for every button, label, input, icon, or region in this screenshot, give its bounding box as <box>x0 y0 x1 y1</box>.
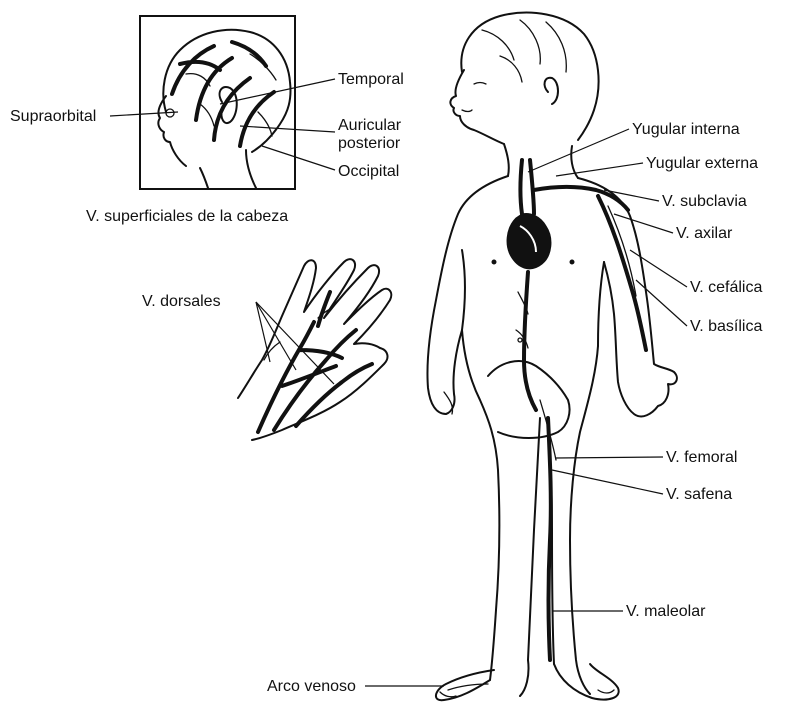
scalp-veins <box>172 42 274 146</box>
right-nipple <box>570 260 574 264</box>
hand-illustration <box>238 259 391 440</box>
label-temporal: Temporal <box>338 71 404 88</box>
label-dorsales: V. dorsales <box>142 293 221 310</box>
label-subclavia: V. subclavia <box>662 193 747 210</box>
leader-basilica <box>636 280 687 326</box>
label-occipital: Occipital <box>338 163 399 180</box>
hand-finger-vein <box>318 292 330 326</box>
leader-yugular-externa <box>556 163 643 176</box>
label-axilar: V. axilar <box>676 225 733 242</box>
left-leg-outer <box>462 330 499 680</box>
label-yugular-interna: Yugular interna <box>632 121 740 138</box>
leader-axilar <box>614 214 673 233</box>
subclavian-vein <box>534 187 628 210</box>
left-arm-outline <box>427 176 508 414</box>
label-auricular-2: posterior <box>338 135 401 152</box>
head-inset <box>140 16 295 189</box>
label-femoral: V. femoral <box>666 449 737 466</box>
face-features <box>462 83 486 112</box>
leader-temporal <box>220 79 335 104</box>
leader-supraorbital <box>110 112 178 116</box>
label-arco-venoso: Arco venoso <box>267 678 356 695</box>
neck-outline <box>504 144 578 178</box>
shorts-outline <box>488 361 570 438</box>
hair-strands <box>482 20 566 82</box>
left-foot <box>436 660 529 700</box>
label-auricular-1: Auricular <box>338 117 402 134</box>
face-outline <box>450 70 504 144</box>
cephalic-vein <box>598 196 646 350</box>
leader-femoral <box>556 457 663 458</box>
leader-safena <box>552 470 663 494</box>
heart-shape <box>507 214 551 269</box>
neck-outline <box>200 150 256 188</box>
label-supraorbital: Supraorbital <box>10 108 96 125</box>
hair-outline <box>461 13 598 140</box>
leader-occipital <box>262 146 335 170</box>
navel <box>518 338 522 342</box>
child-figure <box>427 13 676 701</box>
right-foot <box>554 664 619 700</box>
right-leg-outer <box>570 346 598 694</box>
saphenous-vein <box>548 418 551 660</box>
leader-auricular <box>240 126 335 132</box>
face-profile <box>158 96 186 166</box>
label-maleolar: V. maleolar <box>626 603 706 620</box>
label-basilica: V. basílica <box>690 318 762 335</box>
leader-cefalica <box>630 250 687 287</box>
left-nipple <box>492 260 496 264</box>
label-yugular-externa: Yugular externa <box>646 155 758 172</box>
leader-yugular-interna <box>528 129 629 172</box>
leader-dorsales-a <box>256 302 270 362</box>
jugular-veins <box>521 160 535 214</box>
child-ear <box>545 78 558 104</box>
head-inset-caption: V. superficiales de la cabeza <box>86 208 288 225</box>
label-cefalica: V. cefálica <box>690 279 762 296</box>
label-safena: V. safena <box>666 486 732 503</box>
